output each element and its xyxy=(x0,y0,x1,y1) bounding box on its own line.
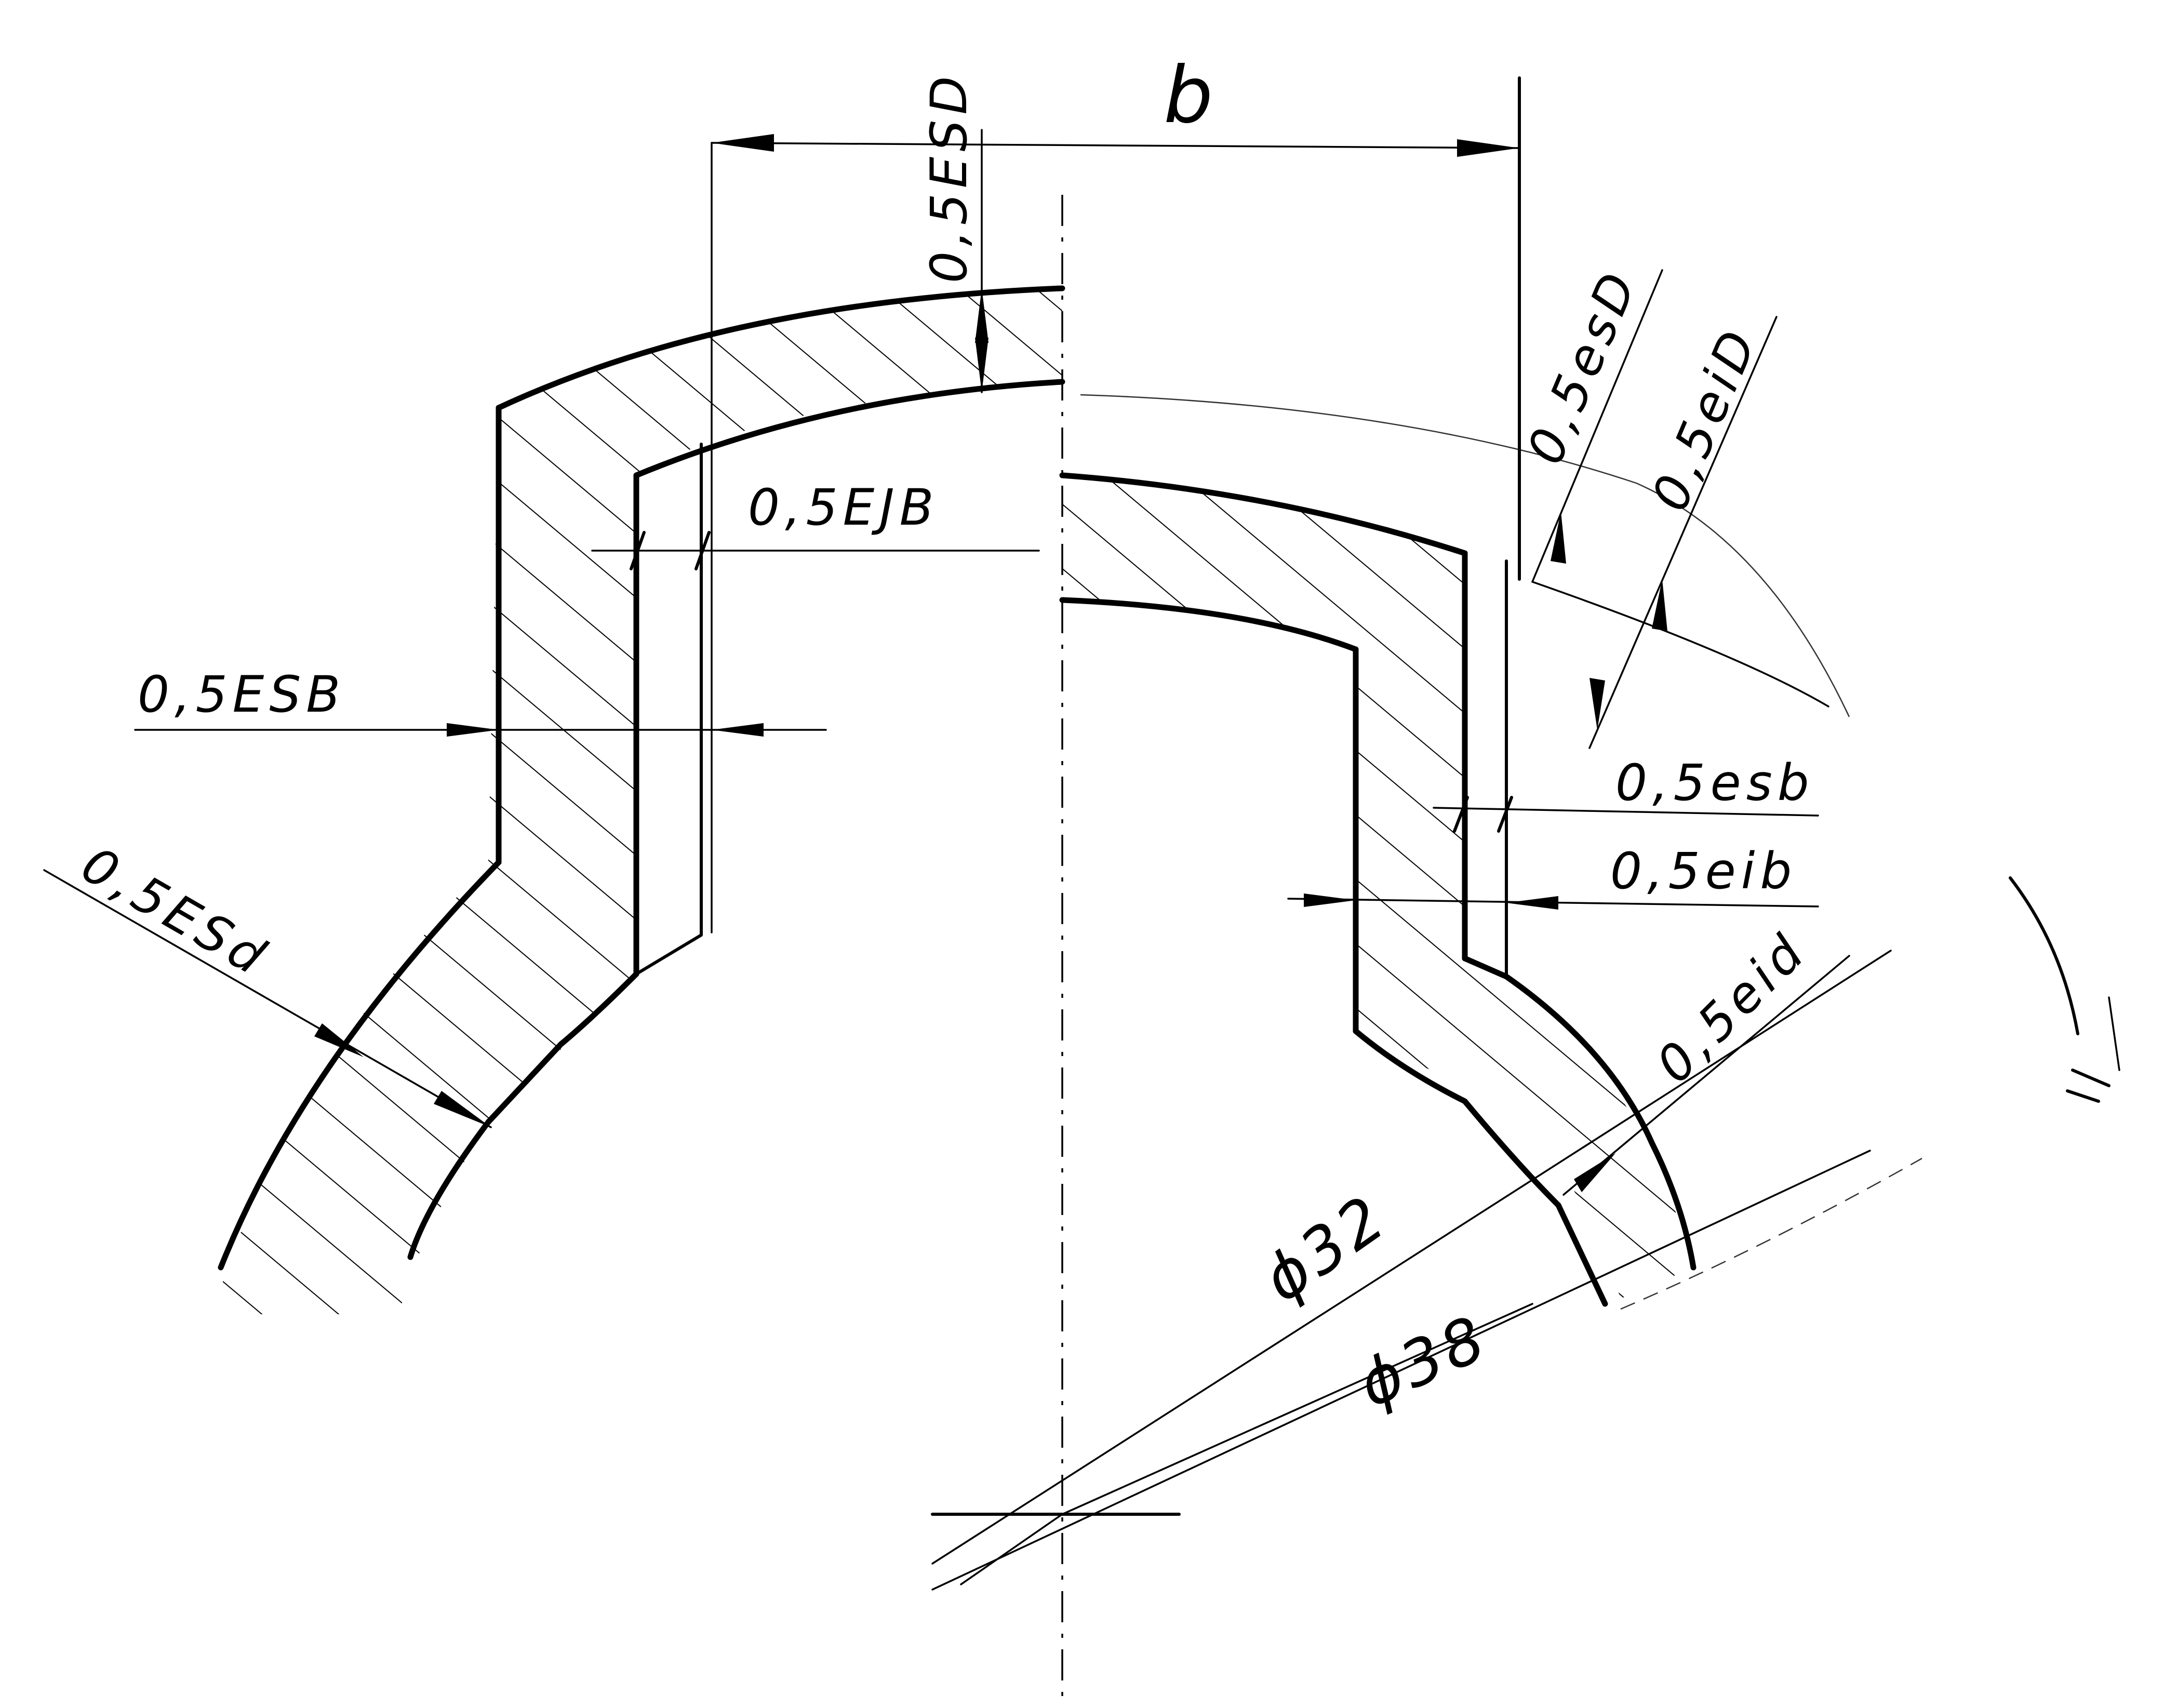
label-dia-38: ϕ38 xyxy=(1348,1301,1499,1421)
label-0-5ESB: 0,5ESB xyxy=(138,665,345,724)
label-0-5ESD: 0,5ESD xyxy=(920,71,978,283)
label-dia-32: ϕ32 xyxy=(1250,1181,1400,1316)
hub-section-hatch xyxy=(213,288,1062,1314)
label-0-5eid: 0,5eid xyxy=(1645,921,1818,1094)
b-dimension xyxy=(711,76,1521,933)
label-b: b xyxy=(1164,50,1213,141)
label-0-5esb: 0,5esb xyxy=(1615,754,1814,812)
shaft-section-hatch xyxy=(1062,475,1693,1299)
label-0-5EJB: 0,5EJB xyxy=(748,478,939,537)
outer-arcs xyxy=(1080,394,2120,1310)
diameter-lines xyxy=(931,950,1892,1591)
dimension-lines xyxy=(43,129,1850,1196)
shaft-contour xyxy=(1059,472,1697,1307)
label-0-5eiD: 0,5eiD xyxy=(1640,318,1770,518)
label-0-5eib: 0,5eib xyxy=(1610,842,1797,900)
label-0-5ESd: 0,5ESd xyxy=(72,835,279,989)
center-axis xyxy=(931,195,1181,1699)
label-0-5esD: 0,5esD xyxy=(1516,260,1650,472)
